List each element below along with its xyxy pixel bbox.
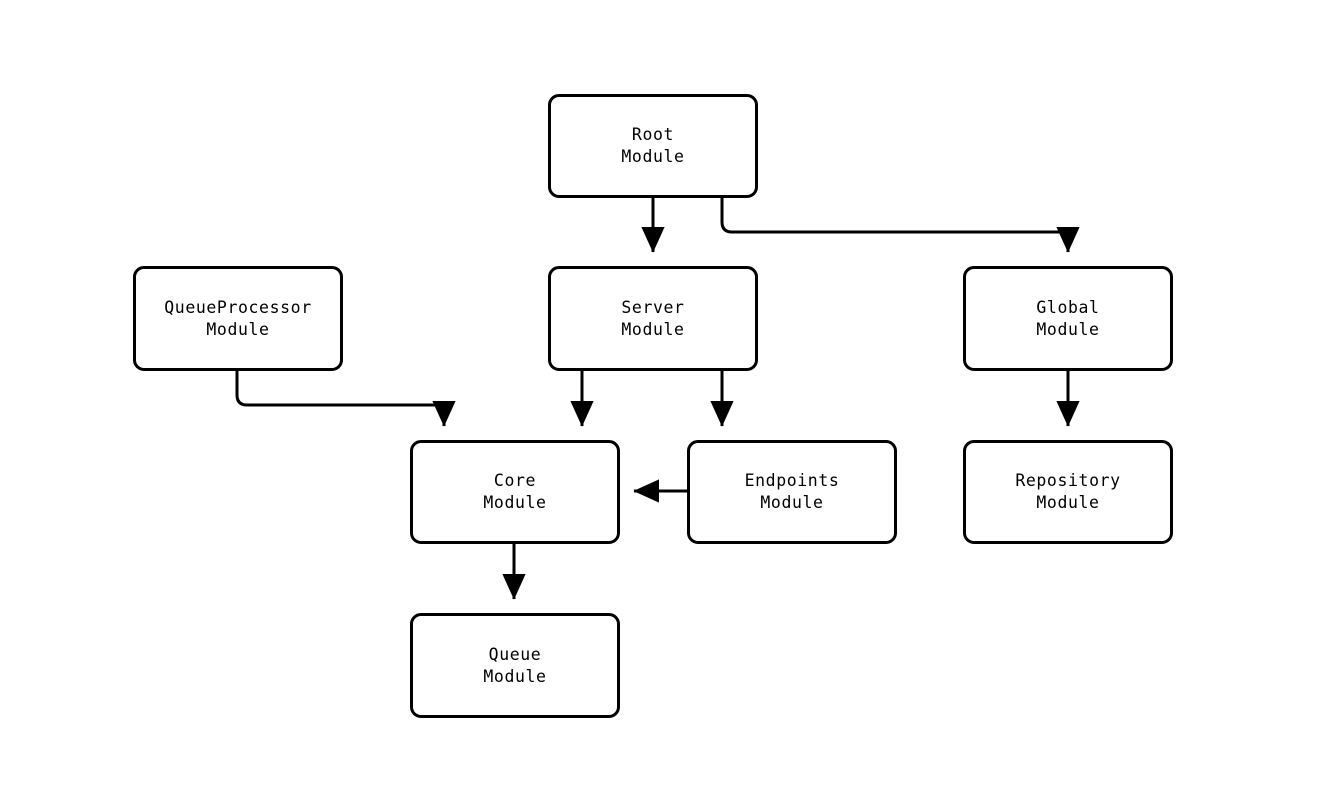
node-repository-module[interactable]: Repository Module (963, 440, 1173, 544)
node-core-module[interactable]: Core Module (410, 440, 620, 544)
node-label-line1: Endpoints (744, 471, 840, 490)
edge-root-to-global (720, 198, 1080, 253)
node-label-line1: Global (1036, 297, 1100, 317)
node-label-line2: Module (206, 319, 270, 339)
node-server-module[interactable]: Server Module (548, 266, 758, 371)
node-label-line2: Module (483, 493, 547, 512)
node-label-line1: Core (493, 471, 537, 490)
node-root-module[interactable]: Root Module (548, 94, 758, 198)
node-label-line2: Module (621, 147, 685, 166)
node-label-line1: Repository (1015, 471, 1121, 490)
node-label-line1: Root (631, 125, 675, 144)
node-queueprocessor-module[interactable]: QueueProcessor Module (133, 266, 343, 371)
node-label-line1: Queue (488, 644, 542, 664)
node-label-line2: Module (1036, 493, 1100, 512)
node-label-line2: Module (760, 493, 824, 512)
node-label-line1: QueueProcessor (164, 297, 312, 317)
node-label-line1: Server (621, 297, 685, 317)
node-queue-module[interactable]: Queue Module (410, 613, 620, 718)
node-global-module[interactable]: Global Module (963, 266, 1173, 371)
node-endpoints-module[interactable]: Endpoints Module (687, 440, 897, 544)
node-label-line2: Module (483, 666, 547, 686)
node-label-line2: Module (1036, 319, 1100, 339)
node-label-line2: Module (621, 319, 685, 339)
edge-queueprocessor-to-core (235, 371, 456, 427)
